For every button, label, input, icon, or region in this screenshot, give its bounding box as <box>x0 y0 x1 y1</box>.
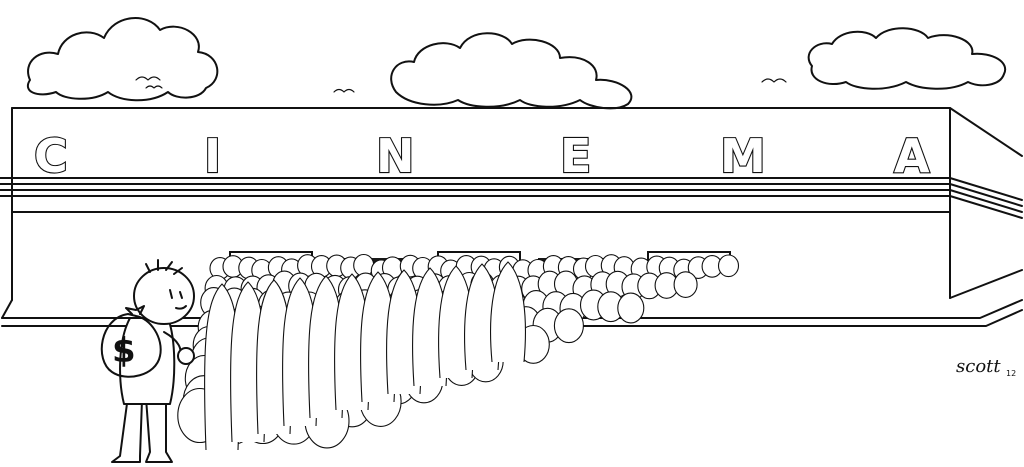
man-with-money-bag <box>111 259 195 463</box>
sign-letter: C <box>34 129 68 183</box>
crowd <box>177 253 740 451</box>
crowd-person <box>490 261 526 363</box>
sign-letter: I <box>204 129 221 183</box>
money-bag-icon: $ <box>100 305 162 378</box>
bird-icon <box>761 78 787 83</box>
signature-name: scott <box>956 356 1001 377</box>
cloud-icon <box>390 32 633 110</box>
sign-letter: A <box>894 129 930 183</box>
bird-icon <box>135 76 163 89</box>
signature-year: 12 <box>1006 369 1016 378</box>
crowd-person <box>553 308 584 344</box>
cloud-icon <box>807 27 1007 90</box>
cloud-icon <box>27 17 219 102</box>
dollar-sign: $ <box>112 331 136 371</box>
sign-letter: M <box>720 129 766 183</box>
sign-letter: N <box>376 129 415 183</box>
artist-signature: scott 12 <box>956 356 1016 378</box>
bird-icon <box>333 88 355 93</box>
crowd-person <box>617 292 645 324</box>
crowd-person <box>673 271 698 298</box>
cinema-sign: C I N E M A <box>33 128 931 184</box>
sign-letter: E <box>560 129 591 183</box>
crowd-person <box>717 254 740 278</box>
